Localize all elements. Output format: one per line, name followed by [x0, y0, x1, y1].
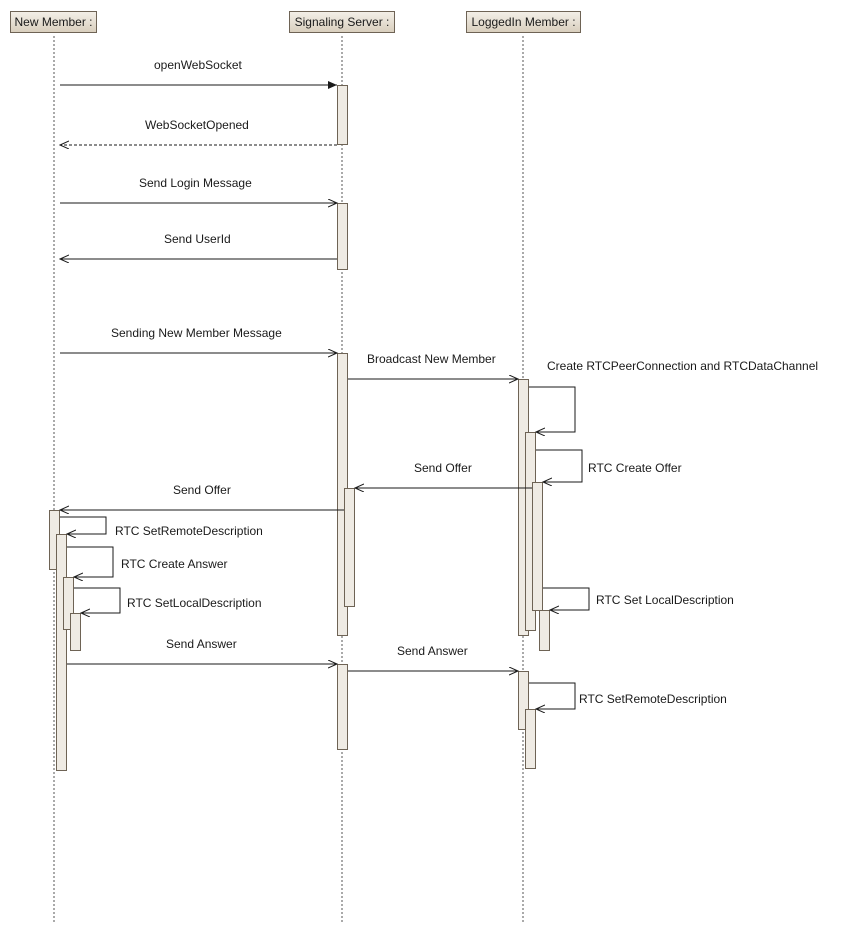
- message-send-offer-to-server-label: Send Offer: [414, 461, 472, 475]
- message-rtc-set-remote-description-new-label: RTC SetRemoteDescription: [115, 524, 263, 538]
- message-broadcast-new-member-label: Broadcast New Member: [367, 352, 496, 366]
- message-rtc-set-local-description-logged-arrow: [543, 587, 590, 610]
- message-send-answer-to-server-label: Send Answer: [166, 637, 237, 651]
- activation-bar: [337, 85, 348, 145]
- lifeline-header-new-member: New Member :: [10, 11, 97, 33]
- message-rtc-set-remote-description-logged-label: RTC SetRemoteDescription: [579, 692, 727, 706]
- activation-bar: [525, 709, 536, 769]
- activation-bar: [70, 613, 81, 651]
- activation-bar: [337, 203, 348, 270]
- message-rtc-set-local-description-new-label: RTC SetLocalDescription: [127, 596, 262, 610]
- message-send-answer-to-member-label: Send Answer: [397, 644, 468, 658]
- message-send-login-message-label: Send Login Message: [139, 176, 252, 190]
- lifeline-header-signaling-server: Signaling Server :: [289, 11, 395, 33]
- message-send-offer-to-member-label: Send Offer: [173, 483, 231, 497]
- message-create-rtcpeerconnection-arrow: [529, 386, 576, 432]
- activation-bar: [518, 671, 529, 730]
- message-rtc-set-remote-description-logged-arrow: [529, 682, 576, 709]
- message-websocket-opened-label: WebSocketOpened: [145, 118, 249, 132]
- activation-bar: [56, 534, 67, 771]
- lifeline-header-loggedin-member: LoggedIn Member :: [466, 11, 581, 33]
- activation-bar: [344, 488, 355, 607]
- message-sending-new-member-message-label: Sending New Member Message: [111, 326, 282, 340]
- activation-bar: [337, 664, 348, 750]
- message-rtc-create-offer-label: RTC Create Offer: [588, 461, 682, 475]
- message-send-userid-label: Send UserId: [164, 232, 231, 246]
- message-rtc-set-local-description-logged-label: RTC Set LocalDescription: [596, 593, 734, 607]
- message-create-rtcpeerconnection-label: Create RTCPeerConnection and RTCDataChan…: [547, 359, 819, 373]
- message-rtc-set-local-description-new-arrow: [74, 587, 121, 613]
- activation-bar: [539, 610, 550, 651]
- activation-bar: [532, 482, 543, 611]
- message-open-websocket-label: openWebSocket: [154, 58, 242, 72]
- message-rtc-create-answer-arrow: [67, 546, 114, 577]
- activation-bar: [63, 577, 74, 630]
- message-rtc-create-answer-label: RTC Create Answer: [121, 557, 228, 571]
- message-rtc-create-offer-arrow: [536, 449, 583, 482]
- message-rtc-set-remote-description-new-arrow: [60, 516, 107, 534]
